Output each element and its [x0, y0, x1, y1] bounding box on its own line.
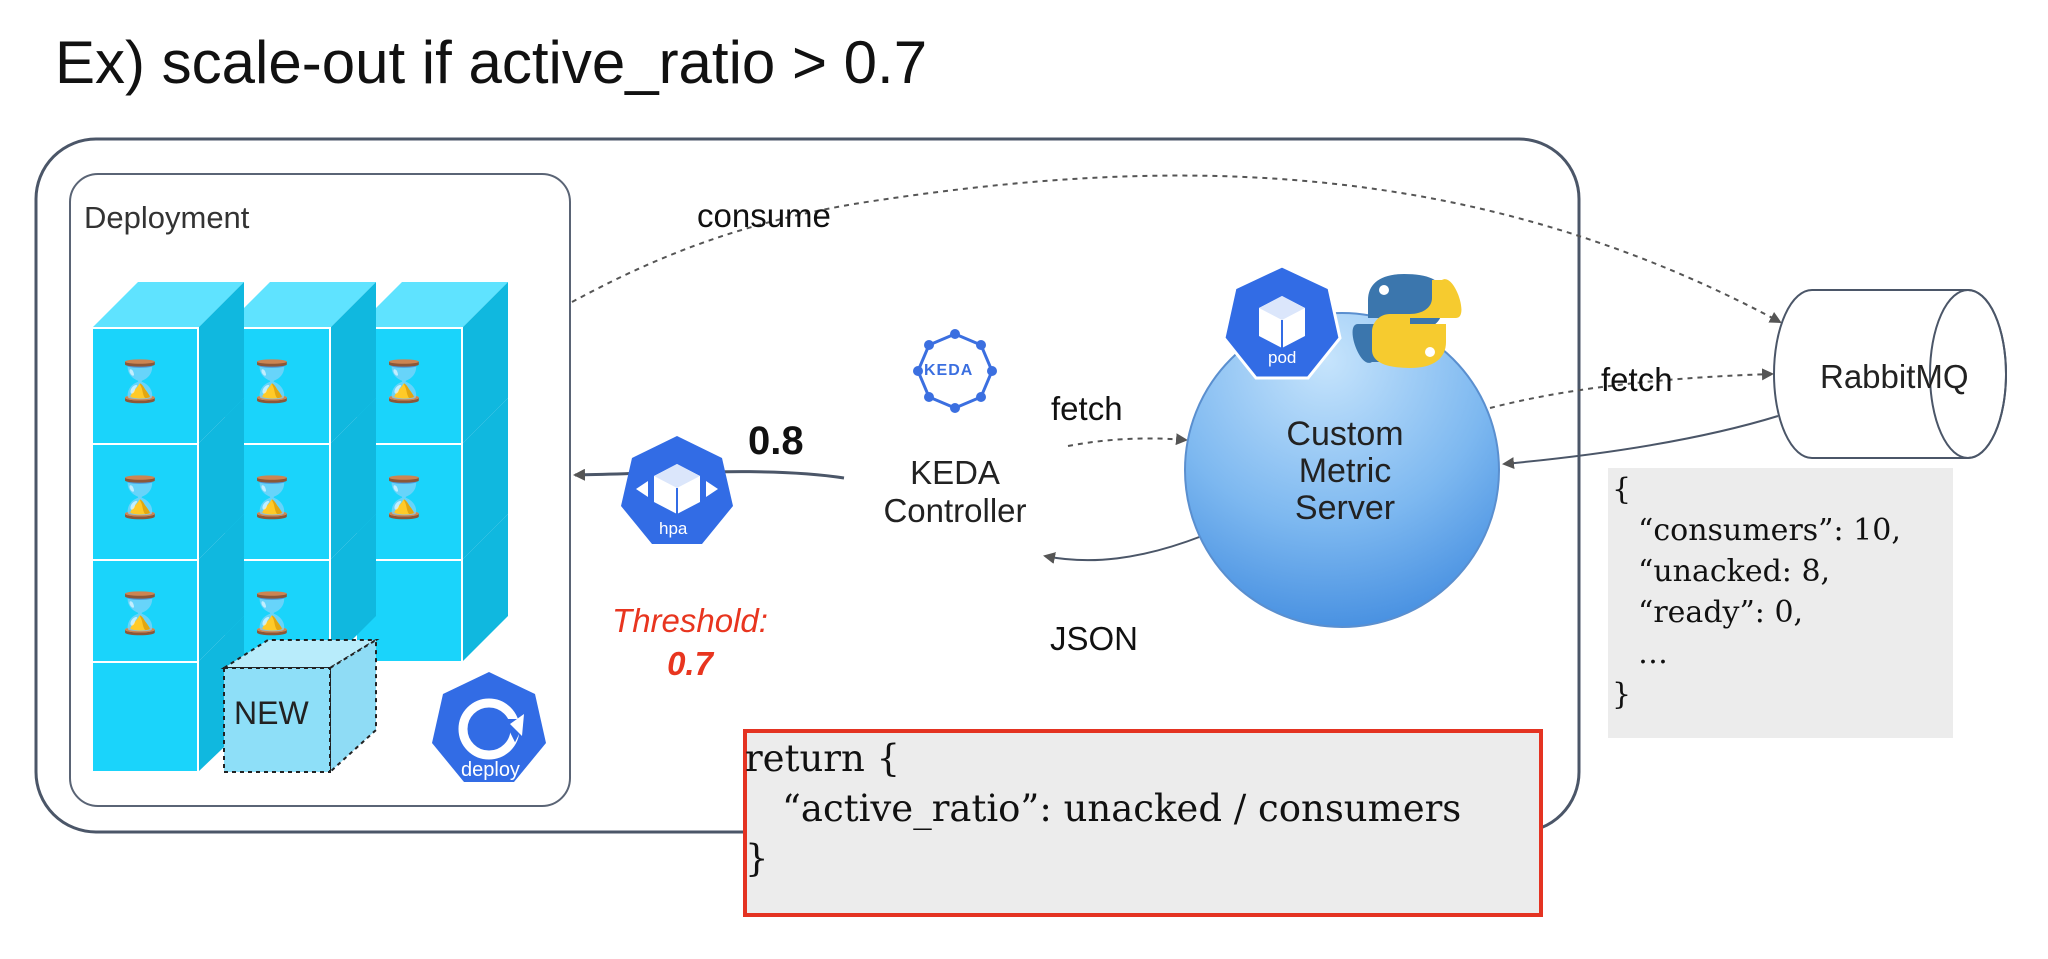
- metric-server-line3: Server: [1294, 489, 1396, 527]
- consume-arrow: [571, 174, 1782, 323]
- hourglass-icon: ⌛: [115, 476, 165, 520]
- code-line: return {: [745, 737, 901, 780]
- code-snippet-box: [743, 729, 1543, 917]
- hourglass-icon: ⌛: [247, 592, 297, 636]
- hourglass-icon: ⌛: [379, 360, 429, 404]
- keda-controller-line1: KEDA: [910, 454, 1000, 491]
- hourglass-icon: ⌛: [379, 476, 429, 520]
- rabbitmq-label: RabbitMQ: [1820, 358, 1969, 395]
- fetch-keda-label: fetch: [1051, 390, 1123, 427]
- threshold-value: 0.7: [667, 645, 713, 682]
- metric-server-label: Custom Metric Server: [1245, 416, 1445, 527]
- json-response-panel: [1608, 468, 1953, 738]
- rabbit-return-arrow: [1502, 415, 1779, 470]
- deploy-icon: [432, 672, 546, 782]
- ratio-arrow: [573, 468, 845, 481]
- hourglass-icon: ⌛: [247, 360, 297, 404]
- json-line: “unacked: 8,: [1638, 554, 1831, 589]
- hourglass-icon: ⌛: [247, 476, 297, 520]
- pod-cube-stack: [91, 282, 508, 775]
- pod-cube: [91, 282, 244, 445]
- json-line: {: [1612, 472, 1632, 507]
- json-line: “consumers”: 10,: [1638, 513, 1901, 548]
- keda-logo-icon: [913, 329, 997, 413]
- fetch-rabbit-label: fetch: [1601, 361, 1673, 398]
- metric-server-line2: Metric: [1298, 452, 1392, 490]
- threshold-label: Threshold:: [612, 602, 768, 639]
- consume-label: consume: [697, 197, 831, 234]
- json-arrow: [1043, 535, 1203, 564]
- pod-cube: [91, 514, 244, 663]
- code-line: }: [745, 837, 769, 880]
- json-line: }: [1612, 677, 1632, 712]
- keda-controller-label: KEDA Controller: [870, 454, 1040, 530]
- pod-icon-label: pod: [1268, 348, 1297, 367]
- code-line: “active_ratio”: unacked / consumers: [782, 787, 1462, 830]
- pod-cube: [91, 398, 244, 561]
- json-line: “ready”: 0,: [1638, 595, 1804, 630]
- hourglass-icon: ⌛: [115, 592, 165, 636]
- json-label: JSON: [1050, 620, 1139, 657]
- metric-server-line1: Custom: [1286, 415, 1404, 453]
- hpa-icon: [621, 436, 733, 544]
- deployment-frame: [69, 173, 571, 807]
- fetch-keda-arrow: [1067, 433, 1188, 447]
- python-logo-icon: [1352, 274, 1462, 368]
- hpa-icon-label: hpa: [659, 519, 688, 538]
- pod-icon: [1222, 264, 1342, 380]
- hourglass-icon: ⌛: [115, 360, 165, 404]
- keda-logo-text: KEDA: [924, 362, 974, 379]
- slide-title: Ex) scale-out if active_ratio > 0.7: [55, 29, 928, 96]
- active-ratio-value: 0.8: [748, 419, 804, 463]
- deployment-label: Deployment: [84, 200, 250, 235]
- json-line: …: [1638, 636, 1668, 671]
- new-pod-cube: [220, 638, 380, 775]
- keda-controller-line2: Controller: [883, 492, 1027, 529]
- rabbitmq-queue-icon: [1773, 289, 2007, 459]
- metric-server-circle: [1184, 312, 1500, 628]
- fetch-rabbit-arrow: [1489, 368, 1774, 409]
- deploy-icon-label: deploy: [461, 759, 520, 781]
- new-pod-label: NEW: [234, 695, 309, 731]
